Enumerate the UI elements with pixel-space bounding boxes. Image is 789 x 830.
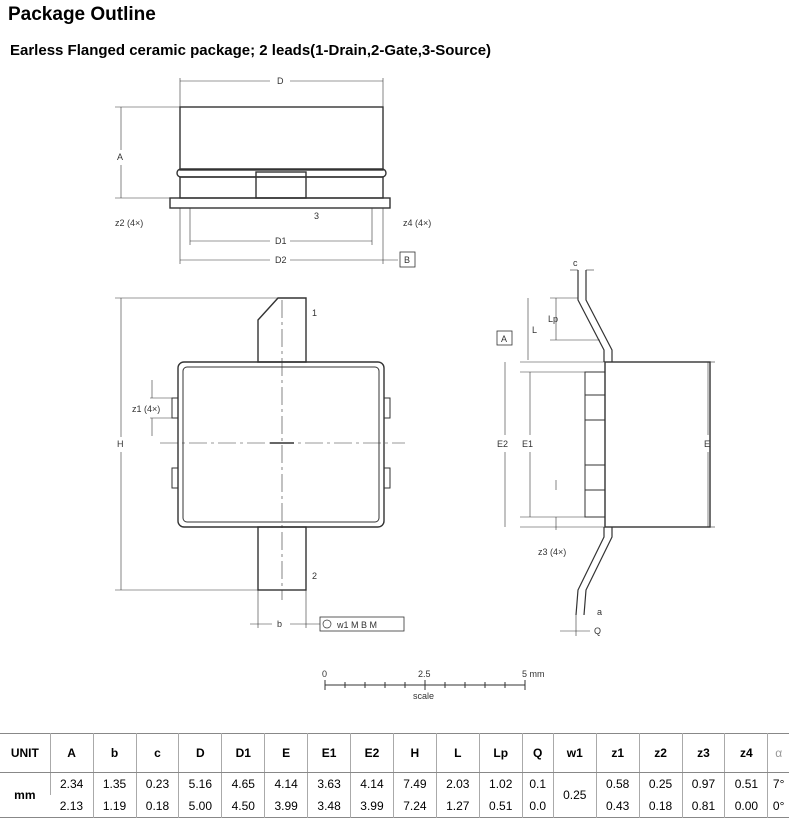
column-header: E2 [350,733,394,773]
package-outline-drawing: D A z2 (4×) z4 (4×) 3 D1 D2 B H z1 (4×) … [115,76,715,701]
dim-D2: D2 [275,255,287,265]
column-header: L [435,733,480,773]
table-cell-min: 5.00 [178,795,222,818]
scale-tick-2-5: 2.5 [418,669,431,679]
dim-A: A [117,152,123,162]
table-cell-max: 0.1 [521,772,554,795]
table-cell-max: 2.34 [49,772,94,795]
table-cell-min: 0° [767,795,789,818]
column-header: α [767,733,789,773]
dim-E: E [704,439,710,449]
column-header: E1 [307,733,351,773]
pin-3-label: 3 [314,211,319,221]
dim-Lp: Lp [548,314,558,324]
table-cell-max: 7° [767,772,789,795]
pin-1-label: 1 [312,308,317,318]
table-cell-max: 4.14 [350,772,394,795]
table-cell-max: 4.14 [264,772,308,795]
scale-label: scale [413,691,434,701]
column-header: b [92,733,136,773]
dim-z3: z3 (4×) [538,547,566,557]
dim-D: D [277,76,284,86]
column-header: E [264,733,308,773]
table-cell-max: 0.25 [552,772,597,818]
table-cell-min: 0.81 [681,795,725,818]
table-cell-max: 0.97 [681,772,725,795]
scale-tick-5: 5 mm [522,669,545,679]
table-cell-min: 2.13 [59,799,84,813]
table-cell-min: 1.27 [435,795,480,818]
table-cell-max: 1.35 [92,772,136,795]
table-cell-min: 0.18 [638,795,683,818]
table-cell-max: 2.03 [435,772,480,795]
table-cell-min: 0.18 [135,795,179,818]
table-cell-min: 3.48 [307,795,351,818]
column-header: z1 [595,733,640,773]
dim-z2: z2 (4×) [115,218,143,228]
table-cell-max: 7.49 [392,772,437,795]
column-header: z3 [681,733,725,773]
top-view: D A z2 (4×) z4 (4×) 3 D1 D2 B [115,76,431,268]
dim-a: a [597,607,602,617]
dim-E2: E2 [497,439,508,449]
table-cell-max: 4.65 [221,772,265,795]
column-header: z4 [724,733,768,773]
table-cell-max: 0.58 [595,772,640,795]
table-cell-min: 1.19 [92,795,136,818]
table-cell-min: 0.51 [478,795,523,818]
dim-D1: D1 [275,236,287,246]
unit-cell: mm [14,788,36,802]
dim-z1: z1 (4×) [132,404,160,414]
table-cell-max: 0.23 [135,772,179,795]
dim-Q: Q [594,626,601,636]
dim-z4: z4 (4×) [403,218,431,228]
table-cell-min: 4.50 [221,795,265,818]
table-cell-max: 3.63 [307,772,351,795]
column-header: H [392,733,437,773]
dim-L: L [532,325,537,335]
column-header: Lp [478,733,523,773]
datum-A: A [501,334,507,344]
column-header: w1 [552,733,597,773]
datum-B: B [404,255,410,265]
dim-b: b [277,619,282,629]
table-cell-min: 0.43 [595,795,640,818]
column-header: c [135,733,179,773]
table-cell-min: 3.99 [350,795,394,818]
side-view: E2 E1 E A L Lp c z3 (4×) a Q [496,258,715,636]
column-header: A [49,733,94,773]
table-cell-max: 0.51 [724,772,768,795]
page-subtitle: Earless Flanged ceramic package; 2 leads… [10,42,492,59]
column-header: UNIT [0,733,51,773]
front-view: H z1 (4×) 1 2 b w1 M B M [115,297,405,632]
table-cell-min: 0.00 [724,795,768,818]
scale-tick-0: 0 [322,669,327,679]
pin-2-label: 2 [312,571,317,581]
scale-bar: 0 2.5 5 mm scale [322,669,545,701]
column-header: D1 [221,733,265,773]
tolerance-frame: w1 M B M [336,620,377,630]
column-header: D [178,733,222,773]
dim-H: H [117,439,124,449]
dim-c: c [573,258,578,268]
table-cell-min: 3.99 [264,795,308,818]
table-cell-max: 0.25 [638,772,683,795]
table-cell-min: 7.24 [392,795,437,818]
table-cell-min: 0.0 [521,795,554,818]
page-title: Package Outline [8,4,156,25]
table-cell-max: 1.02 [478,772,523,795]
table-cell-max: 5.16 [178,772,222,795]
column-header: Q [521,733,554,773]
dim-E1: E1 [522,439,533,449]
column-header: z2 [638,733,683,773]
